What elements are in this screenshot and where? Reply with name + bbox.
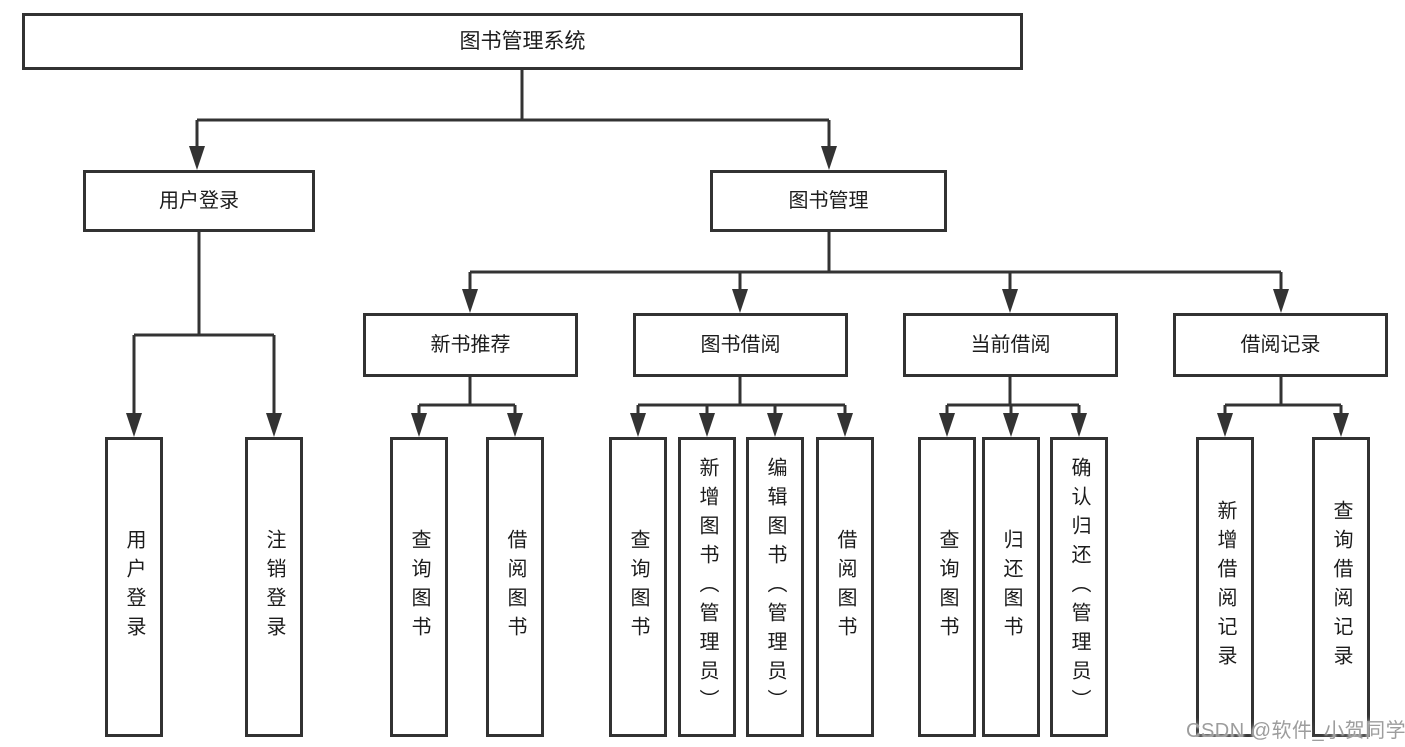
leaf-add-borrow-record: 新增借阅记录 <box>1196 437 1254 737</box>
node-book-borrow: 图书借阅 <box>633 313 848 377</box>
leaf-borrow-books-recommend: 借阅图书 <box>486 437 544 737</box>
leaf-query-books-recommend: 查询图书 <box>390 437 448 737</box>
leaf-add-book-admin: 新增图书（管理员） <box>678 437 736 737</box>
watermark: CSDN @软件_小贺同学 <box>1186 720 1405 742</box>
node-user-login: 用户登录 <box>83 170 315 232</box>
leaf-query-books-current: 查询图书 <box>918 437 976 737</box>
leaf-user-login: 用户登录 <box>105 437 163 737</box>
node-new-book-recommend: 新书推荐 <box>363 313 578 377</box>
leaf-confirm-return-admin: 确认归还（管理员） <box>1050 437 1108 737</box>
node-borrow-records: 借阅记录 <box>1173 313 1388 377</box>
leaf-logout: 注销登录 <box>245 437 303 737</box>
node-current-borrow: 当前借阅 <box>903 313 1118 377</box>
leaf-return-book: 归还图书 <box>982 437 1040 737</box>
leaf-edit-book-admin: 编辑图书（管理员） <box>746 437 804 737</box>
node-root: 图书管理系统 <box>22 13 1023 70</box>
node-book-management: 图书管理 <box>710 170 947 232</box>
leaf-query-books-borrow: 查询图书 <box>609 437 667 737</box>
leaf-query-borrow-record: 查询借阅记录 <box>1312 437 1370 737</box>
leaf-borrow-books: 借阅图书 <box>816 437 874 737</box>
arrowheads <box>126 146 1349 437</box>
